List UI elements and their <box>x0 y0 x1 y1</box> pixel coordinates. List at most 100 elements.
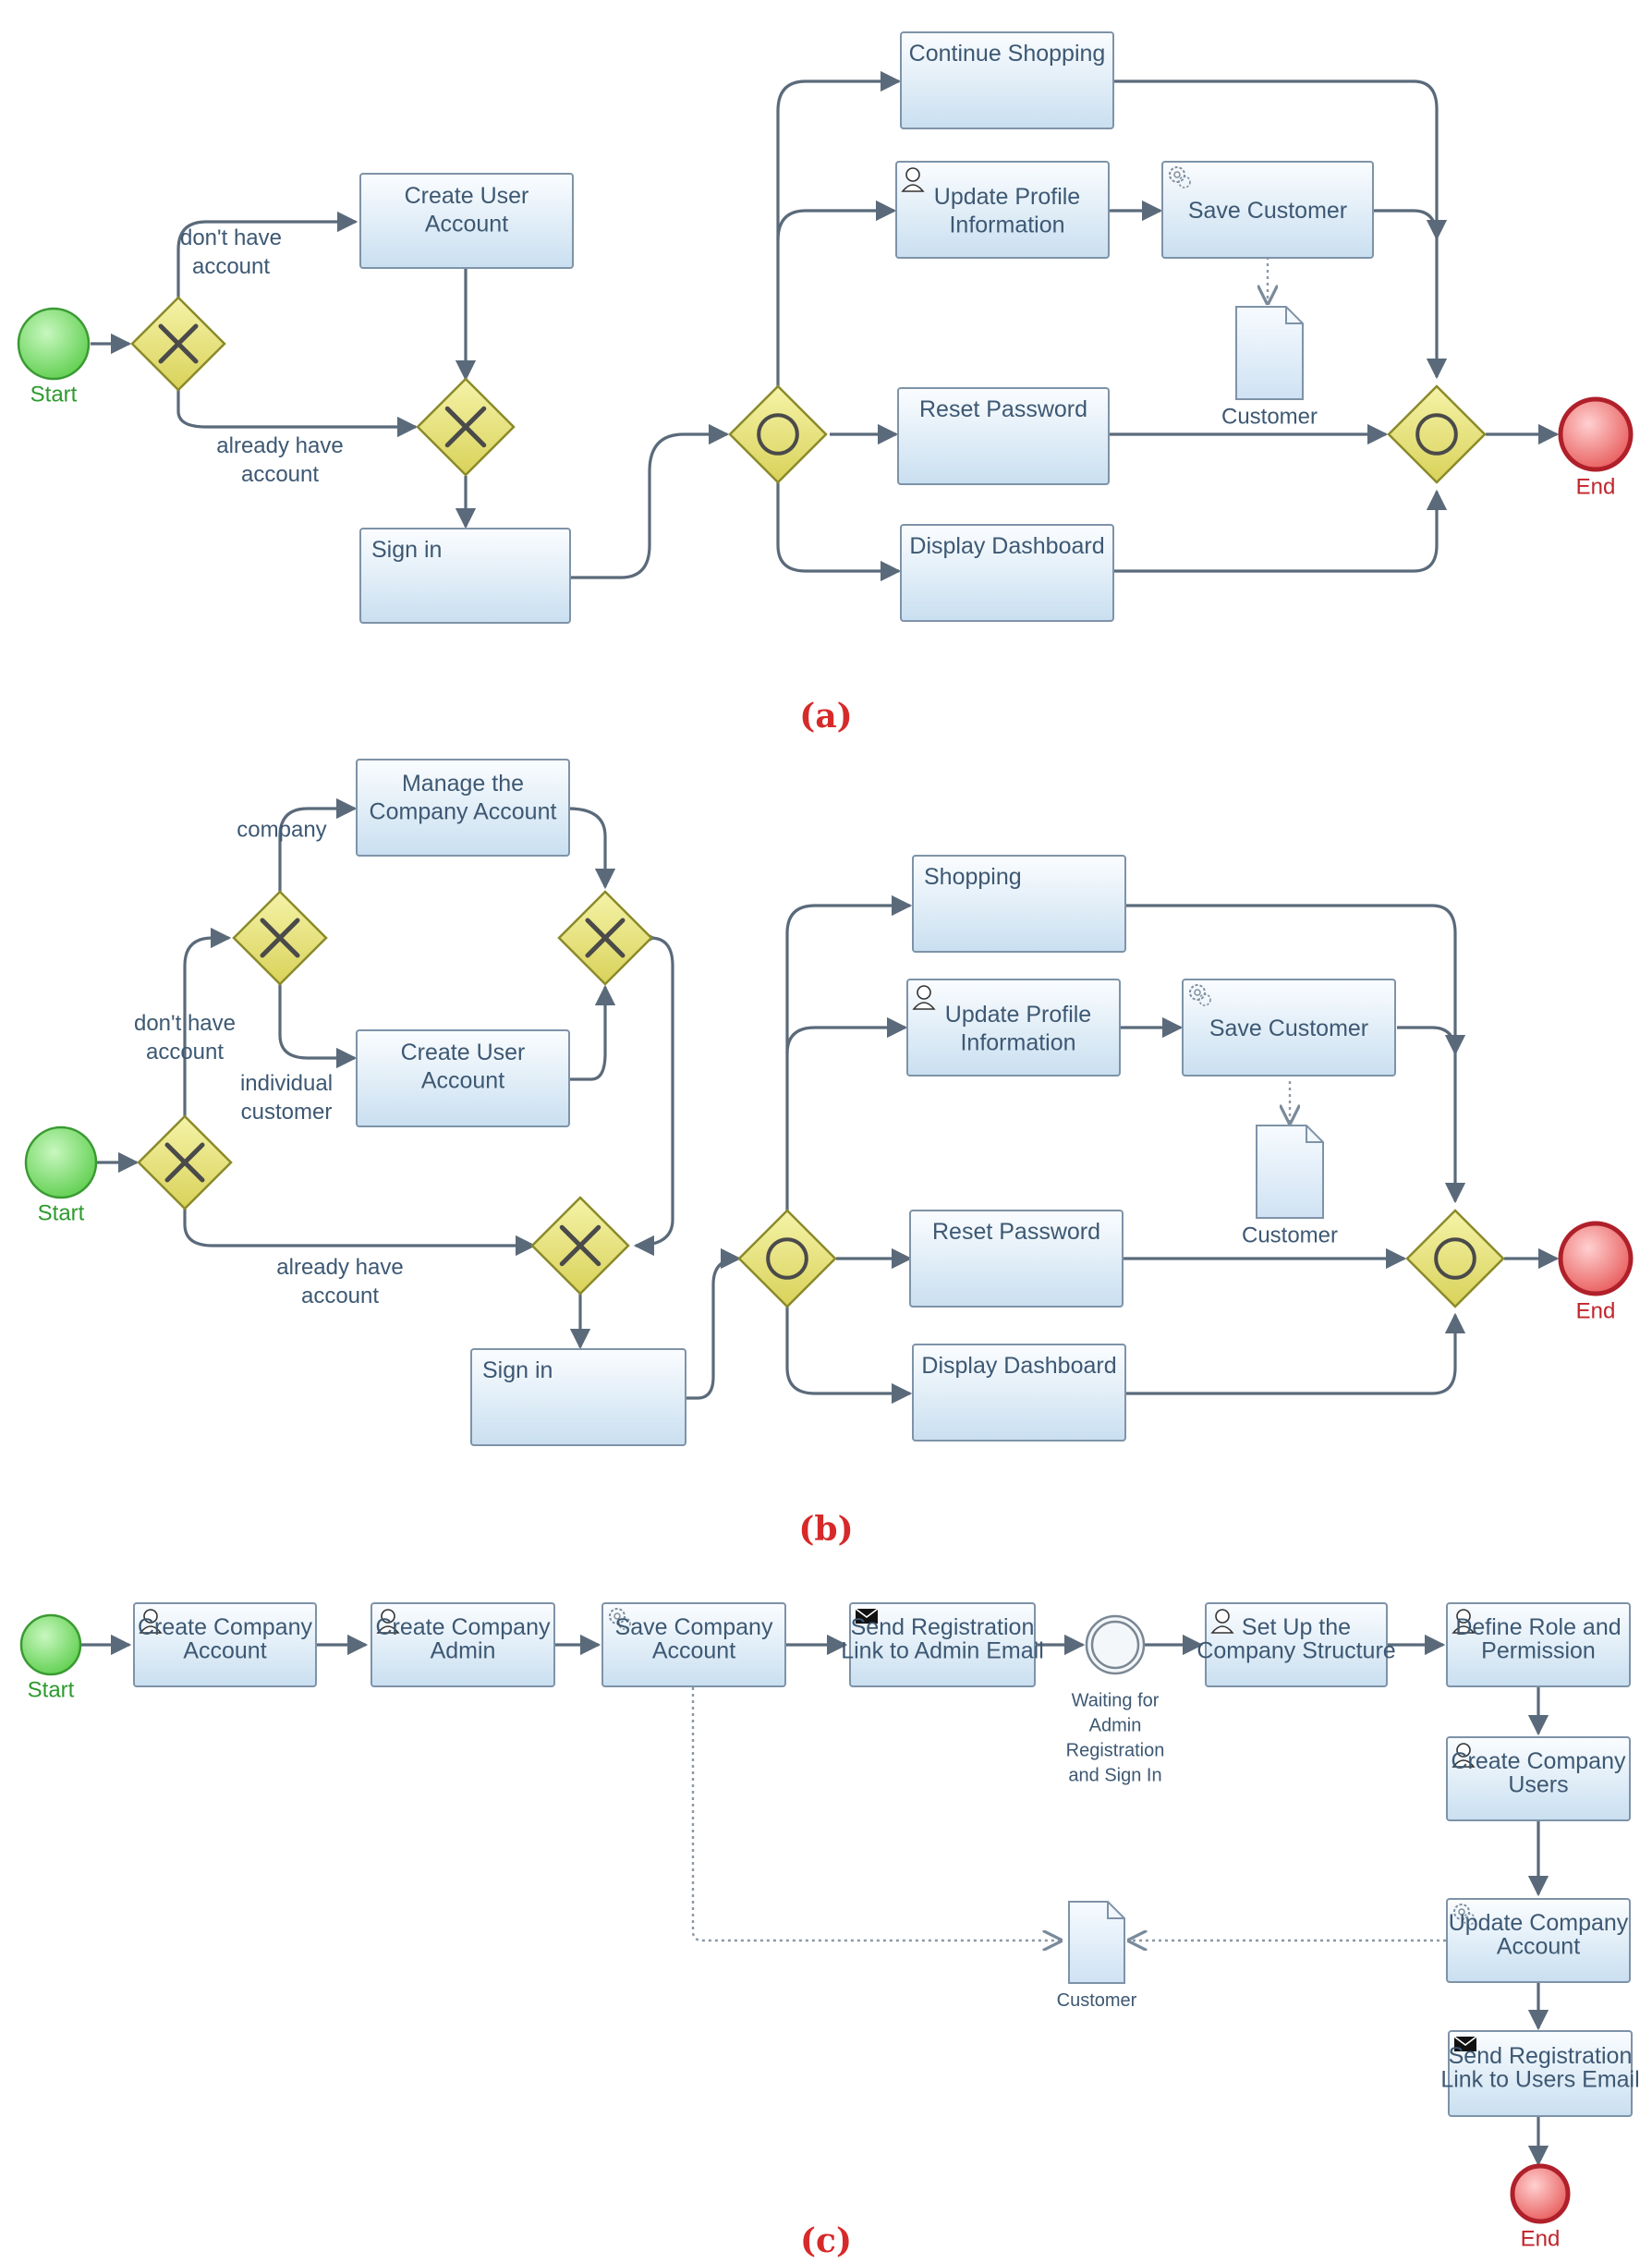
c-end-event[interactable] <box>1510 2163 1571 2224</box>
c-task-update-company-account-label: Update Company <box>1449 1910 1629 1936</box>
c-intermediate-waiting-event[interactable] <box>1085 1614 1146 1675</box>
flow-b-join-to-join2 <box>633 936 674 1257</box>
flow-b-manage-to-join <box>567 807 616 890</box>
a-task-sign-in-label: Sign in <box>371 537 442 563</box>
flow-dashboard-to-join <box>1113 489 1448 573</box>
exclusive-x-icon <box>158 323 199 364</box>
c-task-create-company-account[interactable] <box>133 1602 317 1687</box>
c-task-create-company-account-label: Account <box>183 1637 266 1663</box>
c-task-update-company-account-label: Account <box>1497 1933 1580 1959</box>
c-task-define-role-label: Permission <box>1481 1637 1596 1663</box>
a-task-save-customer[interactable] <box>1161 161 1374 259</box>
b-task-display-dashboard[interactable] <box>912 1344 1126 1442</box>
user-task-icon <box>376 1609 400 1634</box>
b-end-event[interactable] <box>1558 1221 1634 1296</box>
service-task-gear-icon <box>1169 166 1191 189</box>
exclusive-x-icon <box>559 1224 601 1267</box>
b-label-already-have-account: already have <box>276 1255 403 1280</box>
b-task-manage-company-account-label: Manage the <box>402 771 524 797</box>
b-task-create-user-account[interactable] <box>356 1029 570 1127</box>
a-inclusive-split-gateway[interactable] <box>728 384 828 484</box>
a-inclusive-join-gateway[interactable] <box>1387 384 1487 484</box>
b-label-individual-customer: individual <box>240 1071 333 1096</box>
b-start-event[interactable] <box>24 1125 98 1199</box>
c-data-customer[interactable] <box>1068 1901 1125 1984</box>
b-task-shopping-label: Shopping <box>924 864 1022 890</box>
a-task-continue-shopping[interactable] <box>900 31 1114 129</box>
b-company-join-gateway[interactable] <box>557 890 653 986</box>
b-task-update-profile[interactable] <box>906 979 1121 1077</box>
c-task-define-role[interactable] <box>1446 1602 1631 1687</box>
a-task-create-user-account[interactable] <box>359 173 574 269</box>
flow-b-create-to-join <box>570 984 616 1081</box>
service-task-gear-icon <box>609 1608 631 1630</box>
c-start-event[interactable] <box>19 1613 82 1676</box>
inclusive-circle-icon <box>1434 1237 1476 1280</box>
caption-c: (c) <box>800 2221 852 2260</box>
a-start-event[interactable] <box>17 307 91 381</box>
flow-signin-to-inclusive <box>570 432 685 579</box>
b-task-manage-company-account[interactable] <box>356 759 570 857</box>
c-task-send-link-admin-label: Send Registration <box>851 1614 1035 1640</box>
c-task-send-link-admin[interactable] <box>849 1602 1036 1687</box>
c-task-save-company-account-label: Account <box>652 1637 735 1663</box>
c-task-create-company-admin-label: Admin <box>431 1637 496 1663</box>
a-label-dont-have-account: don't have <box>180 225 282 250</box>
exclusive-x-icon <box>164 1142 205 1183</box>
a-end-event[interactable] <box>1558 396 1634 472</box>
a-task-update-profile[interactable] <box>895 161 1110 259</box>
b-split-gateway[interactable] <box>137 1114 233 1211</box>
flow-dont-have-account <box>176 211 358 298</box>
b-company-split-gateway[interactable] <box>232 890 328 986</box>
a-task-create-user-account-label: Account <box>425 211 508 237</box>
a-join-gateway[interactable] <box>416 377 516 477</box>
b-task-sign-in[interactable] <box>470 1348 686 1446</box>
c-task-update-company-account[interactable] <box>1446 1898 1631 1983</box>
c-task-create-company-users[interactable] <box>1446 1736 1631 1821</box>
b-task-save-customer-label: Save Customer <box>1209 1016 1368 1041</box>
exclusive-x-icon <box>585 918 626 958</box>
c-task-set-up-structure[interactable] <box>1205 1602 1388 1687</box>
b-task-display-dashboard-label: Display Dashboard <box>921 1353 1116 1379</box>
a-task-display-dashboard-label: Display Dashboard <box>909 533 1104 559</box>
b-task-shopping[interactable] <box>912 855 1126 953</box>
flow-b-save-to-join <box>1397 1026 1466 1056</box>
inclusive-circle-icon <box>757 413 799 456</box>
a-task-reset-password[interactable] <box>897 387 1110 485</box>
a-task-display-dashboard[interactable] <box>900 524 1114 622</box>
user-task-icon <box>912 985 936 1010</box>
a-task-sign-in[interactable] <box>359 528 571 624</box>
b-task-reset-password[interactable] <box>909 1210 1124 1308</box>
assoc-c-save-to-customer <box>691 1687 1061 1941</box>
c-task-define-role-label: Define Role and <box>1455 1614 1621 1640</box>
c-end-event-label: End <box>1521 2227 1561 2252</box>
flow-b-to-update-profile <box>785 1016 908 1054</box>
a-data-customer[interactable] <box>1235 306 1304 400</box>
a-label-already-have-account: account <box>241 462 319 487</box>
c-task-send-link-admin-label: Link to Admin Email <box>841 1637 1044 1663</box>
b-task-save-customer[interactable] <box>1182 979 1396 1077</box>
c-task-save-company-account-label: Save Company <box>615 1614 773 1640</box>
sequence-flows <box>81 70 1560 2167</box>
b-inclusive-split-gateway[interactable] <box>737 1209 837 1308</box>
exclusive-x-icon <box>444 406 487 448</box>
flow-b-shopping-to-join <box>1125 904 1466 1204</box>
b-task-sign-in-label: Sign in <box>482 1357 553 1383</box>
a-split-gateway[interactable] <box>130 296 226 392</box>
a-task-save-customer-label: Save Customer <box>1188 198 1347 224</box>
a-task-update-profile-label: Information <box>949 212 1064 237</box>
flow-to-display-dashboard <box>776 481 902 582</box>
c-start-event-label: Start <box>28 1678 75 1703</box>
c-task-save-company-account[interactable] <box>601 1602 786 1687</box>
b-join-gateway[interactable] <box>530 1196 630 1296</box>
caption-a: (a) <box>799 697 852 736</box>
service-task-gear-icon <box>1189 984 1211 1006</box>
b-task-create-user-account-label: Account <box>421 1067 504 1093</box>
c-task-send-link-users[interactable] <box>1448 2030 1633 2117</box>
b-inclusive-join-gateway[interactable] <box>1405 1209 1505 1308</box>
c-task-create-company-admin[interactable] <box>370 1602 555 1687</box>
flow-b-dont-have-account <box>183 927 232 1116</box>
b-data-customer[interactable] <box>1256 1125 1324 1219</box>
b-label-individual-customer: customer <box>241 1100 333 1125</box>
